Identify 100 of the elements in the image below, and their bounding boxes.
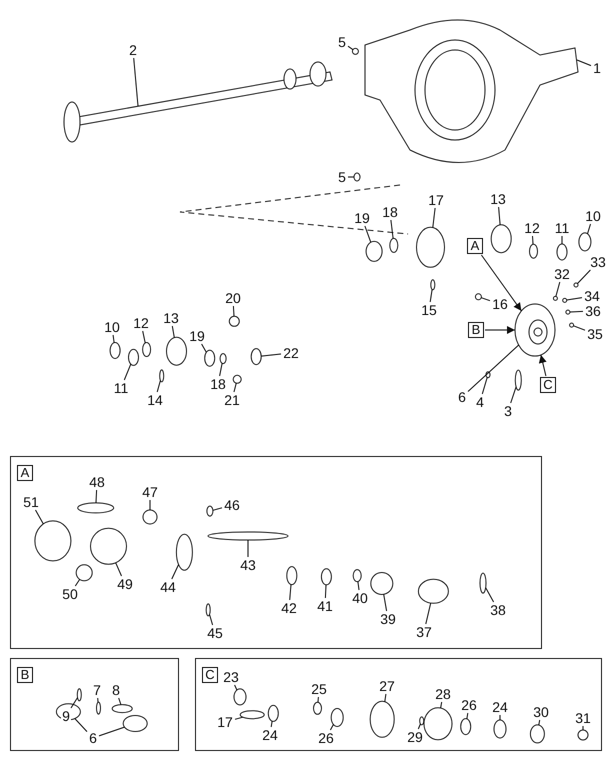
callout-number: 44: [159, 580, 177, 594]
callout-number: 11: [112, 381, 130, 395]
leader-line: [532, 236, 534, 245]
detail-view-frame: [10, 456, 542, 649]
callout-number: 10: [103, 320, 121, 334]
callout-number: 22: [282, 346, 300, 360]
part-drawing: [204, 350, 216, 367]
callout-number: 8: [111, 683, 121, 697]
part-drawing: [574, 282, 578, 288]
callout-number: 41: [316, 599, 334, 613]
leader-line: [418, 724, 421, 730]
callout-number: 20: [224, 291, 242, 305]
callout-number: 13: [489, 192, 507, 206]
part-drawing: [122, 715, 148, 732]
leader-line: [289, 584, 292, 600]
part-drawing: [34, 520, 72, 562]
leader-line: [498, 206, 501, 226]
part-drawing: [208, 532, 288, 540]
part-drawing: [530, 724, 545, 744]
callout-number: 26: [317, 731, 335, 745]
callout-number: 17: [427, 193, 445, 207]
part-drawing: [354, 172, 360, 182]
arrow: [480, 254, 522, 312]
part-drawing: [569, 322, 574, 328]
part-drawing: [228, 316, 240, 327]
callout-number: 50: [61, 587, 79, 601]
leader-line: [468, 344, 520, 392]
callout-number: 29: [406, 730, 424, 744]
part-drawing: [240, 710, 265, 720]
callout-number: 7: [92, 683, 102, 697]
part-drawing: [562, 298, 568, 303]
leader-line: [582, 726, 584, 730]
leader-line: [390, 220, 394, 239]
leader-line: [270, 720, 273, 728]
carrier-housing-drawing: [514, 304, 556, 356]
leader-line: [98, 726, 125, 736]
callout-number: 10: [584, 209, 602, 223]
callout-number: 5: [337, 35, 347, 49]
callout-number: 19: [188, 329, 206, 343]
leader-line: [324, 584, 326, 598]
callout-number: 6: [88, 731, 98, 745]
part-drawing: [490, 224, 512, 254]
part-drawing: [96, 702, 101, 715]
part-drawing: [370, 572, 394, 595]
leader-line: [171, 564, 180, 580]
leader-line: [156, 380, 161, 392]
leader-line: [112, 334, 115, 344]
callout-number: 40: [351, 591, 369, 605]
part-drawing: [166, 336, 187, 366]
callout-number: 19: [353, 211, 371, 225]
callout-number: 1: [592, 61, 602, 75]
part-drawing: [370, 700, 395, 738]
callout-number: 24: [261, 728, 279, 742]
leader-line: [569, 310, 584, 312]
part-drawing: [352, 48, 359, 55]
callout-number: 49: [116, 577, 134, 591]
part-drawing: [418, 578, 449, 604]
callout-number: 30: [532, 705, 550, 719]
callout-number: 11: [553, 221, 571, 235]
leader-line: [234, 382, 237, 392]
callout-number: 12: [523, 221, 541, 235]
part-drawing: [480, 572, 486, 594]
callout-number: 16: [491, 297, 509, 311]
leader-line: [232, 306, 234, 317]
leader-line: [485, 587, 494, 602]
part-drawing: [76, 688, 82, 702]
axle-housing-drawing: [364, 20, 578, 163]
part-drawing: [142, 510, 158, 524]
view-letter-box: C: [202, 667, 218, 683]
leader-line: [133, 58, 138, 106]
callout-number: 23: [222, 670, 240, 684]
part-drawing: [366, 240, 383, 262]
part-drawing: [112, 704, 133, 714]
leader-line: [348, 46, 354, 50]
part-drawing: [232, 374, 242, 384]
leader-line: [430, 289, 433, 302]
view-letter-box: A: [17, 465, 33, 481]
callout-number: 45: [206, 626, 224, 640]
callout-number: 37: [415, 625, 433, 639]
leader-line: [219, 362, 223, 376]
part-drawing: [142, 342, 152, 357]
part-drawing: [578, 730, 588, 740]
leader-line: [566, 297, 582, 300]
callout-number: 24: [491, 700, 509, 714]
part-drawing: [460, 718, 472, 736]
leader-line: [74, 718, 88, 732]
leader-line: [115, 562, 122, 576]
leader-line: [482, 376, 488, 394]
arrow: [538, 354, 547, 376]
leader-line: [330, 724, 334, 730]
leader-line: [74, 578, 80, 586]
callout-number: 39: [379, 612, 397, 626]
leader-line: [432, 208, 436, 228]
part-drawing: [416, 226, 445, 268]
leader-line: [201, 344, 207, 353]
part-drawing: [176, 534, 193, 571]
part-drawing: [250, 348, 262, 366]
leader-line: [260, 354, 282, 357]
leader-line: [538, 720, 540, 726]
part-drawing: [313, 702, 322, 715]
